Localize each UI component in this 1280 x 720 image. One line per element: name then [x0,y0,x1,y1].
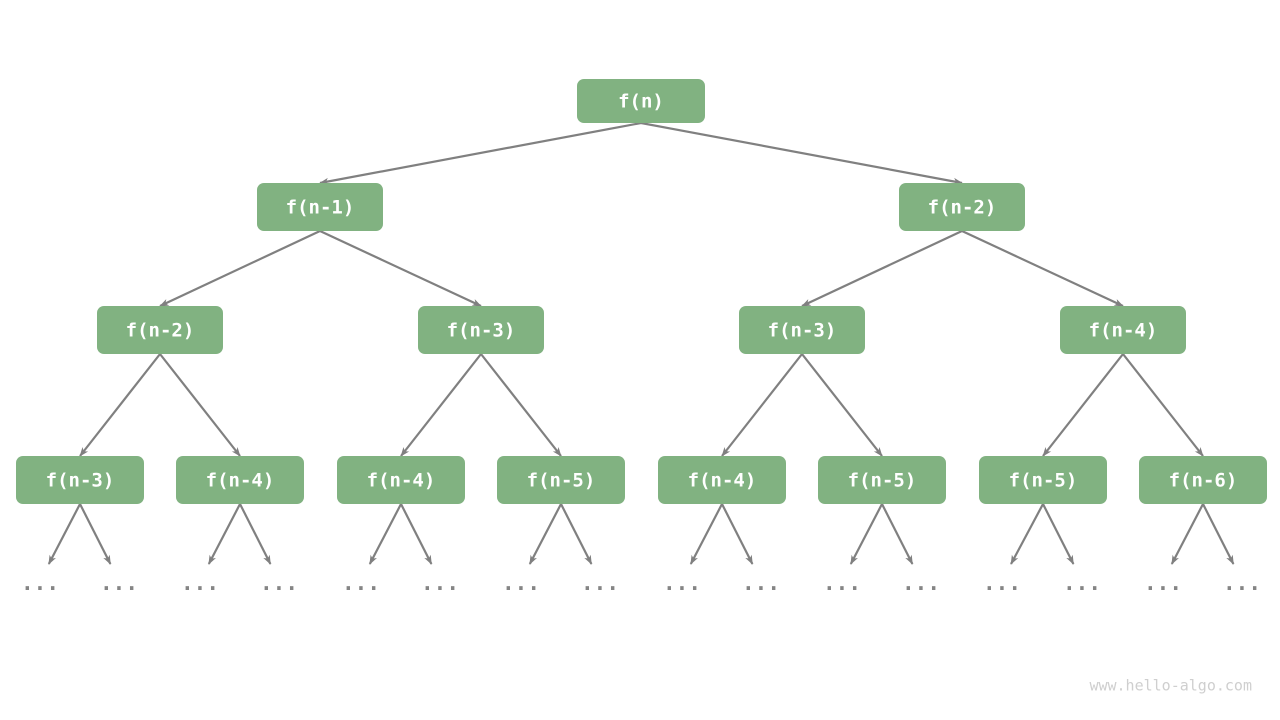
tree-node-label: f(n-4) [688,470,757,492]
tree-node-label: f(n-3) [46,470,115,492]
tree-node-box[interactable] [899,183,1025,231]
ellipsis-label: ... [823,571,861,595]
ellipsis-label: ... [342,571,380,595]
tree-node[interactable]: f(n-4) [176,456,304,504]
tree-node-box[interactable] [1139,456,1267,504]
tree-edge [319,121,642,185]
ellipsis-label: ... [260,571,298,595]
nodes-layer: f(n) f(n-1) f(n-2) f(n-2) f(n-3) f(n-3) f(n-4)… [16,79,1267,504]
tree-node[interactable]: f(n-2) [97,306,223,354]
tree-node-box[interactable] [577,79,705,123]
watermark-label: www.hello-algo.com [1089,677,1252,695]
tree-edge [79,353,161,457]
tree-node-label: f(n) [618,91,664,113]
tree-edge [319,230,482,307]
tree-node-label: f(n-3) [447,320,516,342]
tree-edge [480,353,562,457]
tree-node-box[interactable] [176,456,304,504]
ellipsis-label: ... [663,571,701,595]
ellipsis-label: ... [581,571,619,595]
tree-node-label: f(n-2) [126,320,195,342]
ellipsis-label: ... [421,571,459,595]
edges-layer [79,121,1204,457]
tree-edge [640,121,963,185]
tree-node[interactable]: f(n) [577,79,705,123]
tree-node[interactable]: f(n-3) [739,306,865,354]
tree-edge [1122,353,1204,457]
tree-edge-leaf [1042,503,1075,565]
tree-edge-leaf [881,503,914,565]
tree-node[interactable]: f(n-4) [337,456,465,504]
tree-node-label: f(n-3) [768,320,837,342]
ellipsis-label: ... [1144,571,1182,595]
leaf-edges-layer [47,503,1235,565]
tree-edge-leaf [689,503,723,565]
tree-node-box[interactable] [818,456,946,504]
tree-node-box[interactable] [658,456,786,504]
tree-edge-leaf [239,503,272,565]
tree-node-label: f(n-6) [1169,470,1238,492]
tree-edge-leaf [1170,503,1204,565]
ellipsis-label: ... [983,571,1021,595]
tree-edge-leaf [207,503,241,565]
tree-node[interactable]: f(n-3) [16,456,144,504]
ellipsis-label: ... [742,571,780,595]
tree-node[interactable]: f(n-6) [1139,456,1267,504]
tree-node-label: f(n-4) [206,470,275,492]
tree-node[interactable]: f(n-5) [497,456,625,504]
tree-node-label: f(n-5) [1009,470,1078,492]
tree-edge-leaf [79,503,112,565]
ellipsis-label: ... [181,571,219,595]
ellipsis-label: ... [21,571,59,595]
tree-node[interactable]: f(n-5) [979,456,1107,504]
tree-edge-leaf [560,503,593,565]
tree-edge [801,230,963,307]
tree-node[interactable]: f(n-4) [1060,306,1186,354]
tree-node-label: f(n-5) [848,470,917,492]
tree-edge [159,353,241,457]
tree-edge-leaf [47,503,81,565]
tree-edge [1042,353,1124,457]
ellipsis-label: ... [1063,571,1101,595]
tree-node-box[interactable] [1060,306,1186,354]
ellipses-layer: ........................................… [21,571,1261,595]
tree-node-box[interactable] [979,456,1107,504]
ellipsis-label: ... [502,571,540,595]
tree-node-box[interactable] [97,306,223,354]
tree-node[interactable]: f(n-1) [257,183,383,231]
tree-node-label: f(n-2) [928,197,997,219]
tree-edge-leaf [849,503,883,565]
ellipsis-label: ... [100,571,138,595]
tree-node[interactable]: f(n-4) [658,456,786,504]
tree-edge [961,230,1124,307]
tree-edge-leaf [400,503,433,565]
tree-node-label: f(n-5) [527,470,596,492]
tree-edge-leaf [721,503,754,565]
tree-edge [400,353,482,457]
tree-edge [721,353,803,457]
tree-node-box[interactable] [16,456,144,504]
ellipsis-label: ... [902,571,940,595]
tree-node-label: f(n-4) [1089,320,1158,342]
tree-node[interactable]: f(n-3) [418,306,544,354]
tree-node-label: f(n-1) [286,197,355,219]
tree-node[interactable]: f(n-2) [899,183,1025,231]
tree-node-box[interactable] [337,456,465,504]
tree-node-box[interactable] [497,456,625,504]
tree-edge [801,353,883,457]
tree-node-box[interactable] [739,306,865,354]
ellipsis-label: ... [1223,571,1261,595]
tree-node[interactable]: f(n-5) [818,456,946,504]
tree-edge [159,230,321,307]
tree-edge-leaf [528,503,562,565]
tree-node-box[interactable] [257,183,383,231]
tree-edge-leaf [1010,503,1044,565]
tree-node-box[interactable] [418,306,544,354]
tree-edge-leaf [1202,503,1235,565]
tree-edge-leaf [368,503,402,565]
tree-node-label: f(n-4) [367,470,436,492]
